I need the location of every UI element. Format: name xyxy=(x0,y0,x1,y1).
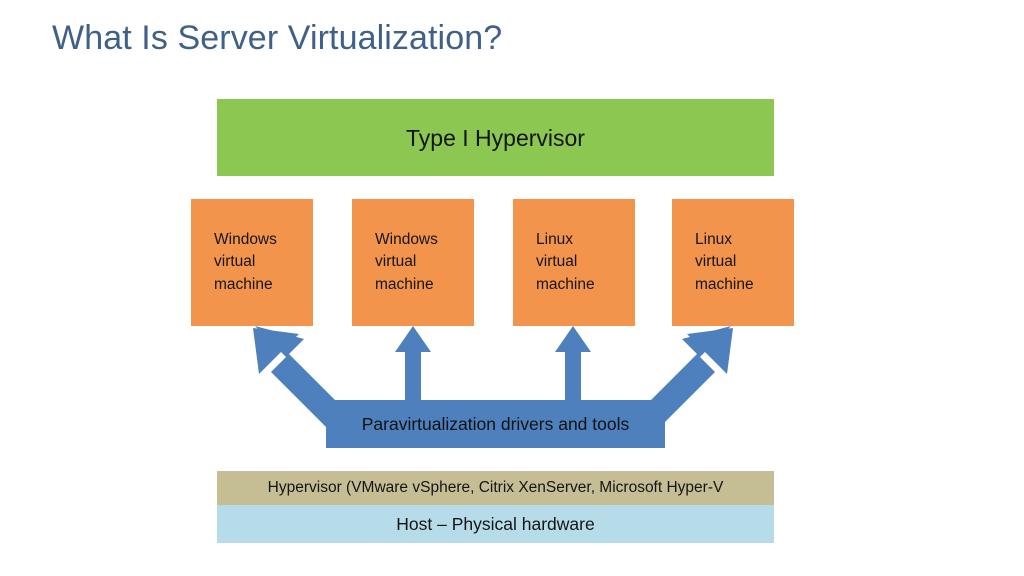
vm-box-linux-2: Linux virtual machine xyxy=(672,199,794,326)
page-title: What Is Server Virtualization? xyxy=(52,19,503,57)
hypervisor-vendors-label: Hypervisor (VMware vSphere, Citrix XenSe… xyxy=(267,479,724,496)
host-hardware-box: Host – Physical hardware xyxy=(217,505,774,543)
vm-label: Windows virtual machine xyxy=(214,230,277,293)
arrow-diagonal-right-head-icon xyxy=(687,328,733,374)
vm-label: Linux virtual machine xyxy=(695,230,754,293)
vm-label: Windows virtual machine xyxy=(375,230,438,293)
type-1-hypervisor-label: Type I Hypervisor xyxy=(406,124,585,151)
hypervisor-vendors-box: Hypervisor (VMware vSphere, Citrix XenSe… xyxy=(217,471,774,505)
arrow-diagonal-left-head-icon xyxy=(253,328,299,374)
vm-label: Linux virtual machine xyxy=(536,230,595,293)
type-1-hypervisor-box: Type I Hypervisor xyxy=(217,99,774,176)
vm-box-windows-1: Windows virtual machine xyxy=(191,199,313,326)
arrow-vertical-right-icon xyxy=(555,326,591,410)
paravirtualization-label: Paravirtualization drivers and tools xyxy=(361,414,630,434)
host-hardware-label: Host – Physical hardware xyxy=(396,514,595,534)
arrow-vertical-left-icon xyxy=(395,326,431,410)
vm-box-linux-1: Linux virtual machine xyxy=(513,199,635,326)
vm-box-windows-2: Windows virtual machine xyxy=(352,199,474,326)
